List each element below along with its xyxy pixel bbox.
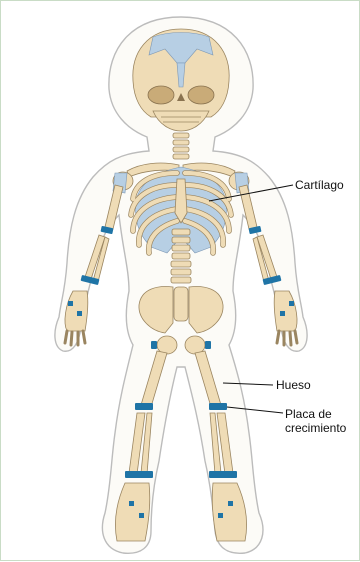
- growth-plate-label-line2: crecimiento: [285, 421, 346, 435]
- growth-plate-label-line1: Placa de: [285, 407, 332, 421]
- spine: [171, 229, 191, 283]
- cartilage-label: Cartílago: [295, 178, 344, 192]
- bone-label: Hueso: [276, 378, 311, 392]
- sternum: [175, 179, 187, 223]
